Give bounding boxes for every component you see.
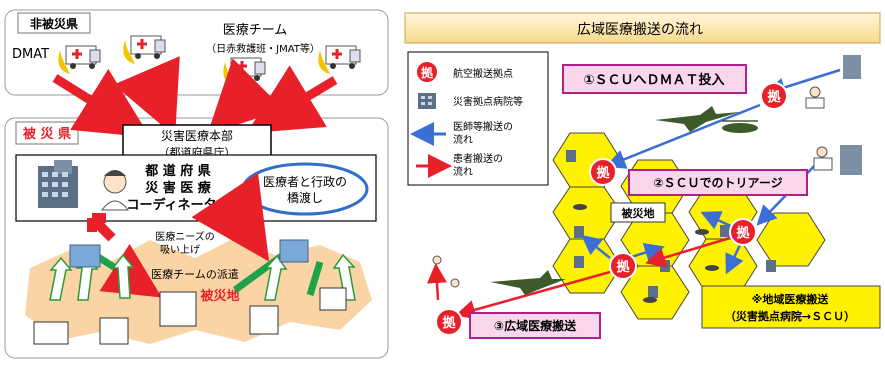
- needs-arrow-left: [87, 213, 116, 242]
- svg-text:拠: 拠: [596, 165, 610, 181]
- step1-label: ①ＳＣＵへＤＭＡＴ投入: [583, 72, 724, 88]
- step1-box: [562, 64, 747, 94]
- area-label: 被災地: [622, 206, 655, 220]
- step2-box: [628, 169, 808, 196]
- ambulance-icon: [318, 45, 361, 74]
- scu-marker: 拠: [435, 308, 463, 336]
- legend-doctor-line2: 流れ: [453, 133, 473, 146]
- legend-hospital-icon: [418, 93, 436, 109]
- ambulance-icon: [58, 45, 101, 74]
- legend-patient-line1: 患者搬送の: [453, 152, 503, 165]
- patient-flow-arrows: [426, 236, 731, 320]
- non-disaster-tag: [17, 12, 91, 34]
- helicopter-icon: [573, 204, 719, 303]
- office-building-icon: [38, 160, 78, 208]
- legend-hospital-label: 災害拠点病院等: [453, 95, 523, 108]
- team-subtitle: （日赤救護班・JMAT等）: [206, 42, 320, 55]
- coord-line1: 都 道 府 県: [144, 163, 211, 179]
- patient-icon: [432, 86, 833, 288]
- note-line2: （災害拠点病院→ＳＣＵ）: [725, 309, 855, 323]
- note-line1: ※地域医療搬送: [752, 292, 830, 306]
- legend-scu-label: 航空搬送拠点: [453, 67, 513, 80]
- team-dispatch-arrows: [52, 56, 338, 138]
- bridge-line1: 医療者と行政の: [263, 175, 347, 189]
- step3-label: ③広域医療搬送: [494, 318, 577, 333]
- svg-text:拠: 拠: [736, 225, 750, 241]
- bridge-ellipse: [241, 162, 369, 216]
- note-box: [701, 285, 881, 329]
- coord-line2: 災 害 医 療: [145, 180, 212, 196]
- svg-text:拠: 拠: [442, 315, 456, 331]
- right-title: 広域医療搬送の流れ: [577, 21, 703, 38]
- legend-doctor-line1: 医師等搬送の: [453, 120, 513, 133]
- non-disaster-label: 非被災県: [30, 16, 78, 31]
- legend-patient-line2: 流れ: [453, 165, 473, 178]
- scu-marker: 拠: [609, 252, 637, 280]
- coord-line3: コーディネーター: [126, 197, 229, 213]
- hospital-icon: [840, 55, 862, 175]
- area-label-box: [610, 202, 666, 223]
- hq-line1: 災害医療本部: [161, 128, 233, 143]
- step2-label: ②ＳＣＵでのトリアージ: [653, 176, 782, 190]
- bridge-line2: 橋渡し: [287, 190, 323, 205]
- right-title-bar: [404, 12, 881, 44]
- ambulance-icon: [123, 35, 166, 64]
- svg-text:拠: 拠: [616, 259, 630, 275]
- team-title: 医療チーム: [223, 23, 288, 38]
- needs-line2: 吸い上げ: [160, 244, 200, 256]
- helicopter-icon: [722, 120, 758, 133]
- svg-text:拠: 拠: [421, 65, 434, 80]
- legend-scu-icon: 拠: [415, 60, 439, 84]
- scu-marker: 拠: [760, 82, 788, 110]
- scu-marker: 拠: [589, 158, 617, 186]
- disaster-pref-label: 被 災 県: [22, 126, 71, 142]
- hospital-icon: [33, 239, 347, 345]
- hollow-arrows: [49, 253, 356, 301]
- dmat-label: DMAT: [12, 47, 49, 62]
- airplane-icon: [490, 106, 740, 295]
- disaster-area-label: 被災地: [199, 288, 239, 304]
- svg-text:拠: 拠: [767, 89, 781, 105]
- doctor-icon: [101, 170, 129, 211]
- step3-box: [469, 312, 601, 339]
- needs-line1: 医療ニーズの: [155, 230, 215, 243]
- dispatch-label: 医療チームの派遣: [151, 267, 239, 281]
- needs-arrow-right: [191, 172, 270, 262]
- scu-marker: 拠: [729, 218, 757, 246]
